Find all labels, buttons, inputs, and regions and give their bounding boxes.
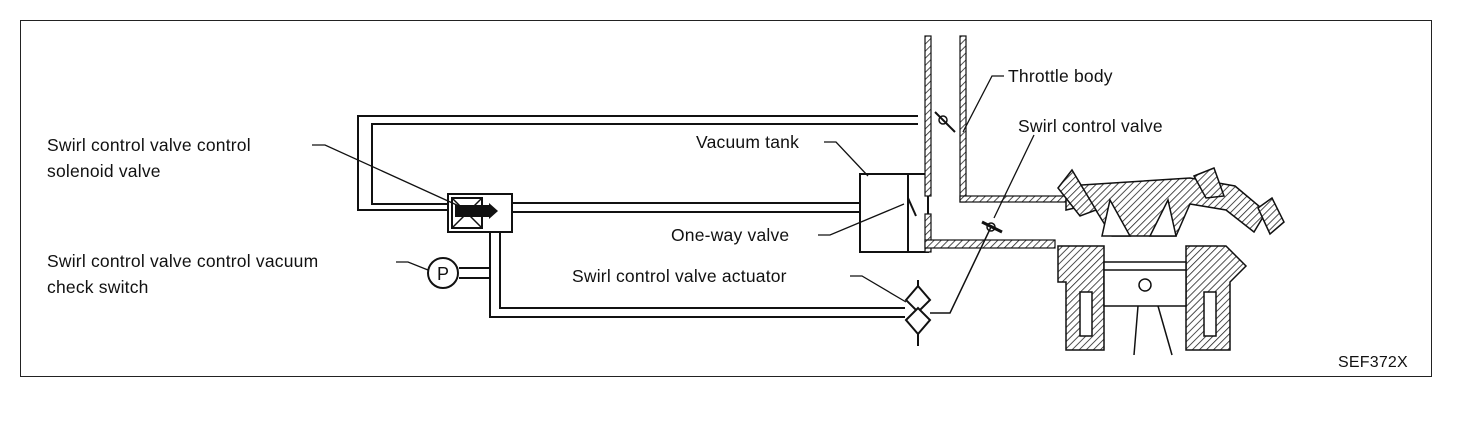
solenoid-valve-label-line1: Swirl control valve control xyxy=(47,135,251,155)
actuator-label: Swirl control valve actuator xyxy=(572,266,787,286)
swirl-valve-actuator xyxy=(904,226,992,346)
leader-throttle-body xyxy=(962,75,1004,133)
upper-vacuum-hose xyxy=(357,115,918,211)
leader-actuator xyxy=(850,275,907,303)
throttle-body xyxy=(924,35,1087,253)
figure-code: SEF372X xyxy=(1338,354,1408,371)
swirl-control-valve-label: Swirl control valve xyxy=(1018,116,1163,136)
pressure-switch-symbol: P xyxy=(437,264,449,284)
switch-branch-hose xyxy=(459,267,490,279)
solenoid-to-tank-hose xyxy=(512,202,860,213)
leader-one-way-valve xyxy=(818,203,905,236)
solenoid-valve xyxy=(447,193,513,233)
vacuum-tank xyxy=(859,173,929,253)
leader-swirl-valve xyxy=(993,134,1035,219)
leader-solenoid xyxy=(312,144,471,212)
throttle-body-label: Throttle body xyxy=(1008,66,1113,86)
solenoid-to-actuator-hose xyxy=(489,232,905,318)
one-way-valve-flap xyxy=(907,197,917,217)
solenoid-valve-label-line2: solenoid valve xyxy=(47,161,161,181)
vacuum-switch-label-line1: Swirl control valve control vacuum xyxy=(47,251,319,271)
one-way-valve-label: One-way valve xyxy=(671,225,790,245)
leader-vacuum-tank xyxy=(824,141,869,177)
vacuum-switch-label-line2: check switch xyxy=(47,277,149,297)
actuator-rod xyxy=(930,226,992,314)
vacuum-check-switch: P xyxy=(427,257,459,289)
vacuum-tank-label: Vacuum tank xyxy=(696,132,800,152)
leader-vacuum-switch xyxy=(396,261,429,271)
engine-section xyxy=(1057,167,1285,356)
